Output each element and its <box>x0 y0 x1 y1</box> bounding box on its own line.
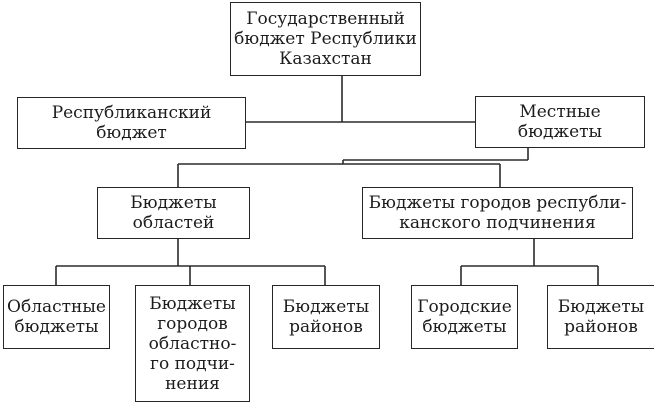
node-cities-oblast-subordination: Бюджеты городов областно- го подчи- нени… <box>135 285 250 402</box>
node-city-budgets: Городские бюджеты <box>411 285 518 349</box>
node-oblast-budgets: Областные бюджеты <box>3 285 110 349</box>
node-local-budgets: Местные бюджеты <box>475 96 645 148</box>
node-state-budget-label: Государственный бюджет Республики Казахс… <box>234 9 417 69</box>
node-cities-oblast-subordination-label: Бюджеты городов областно- го подчи- нени… <box>148 293 237 394</box>
node-republican-budget-label: Республиканский бюджет <box>51 103 212 143</box>
node-oblast-budgets-label: Областные бюджеты <box>7 297 106 337</box>
node-district-budgets-city: Бюджеты районов <box>547 285 654 349</box>
node-district-budgets-oblast: Бюджеты районов <box>272 285 380 349</box>
node-republican-budget: Республиканский бюджет <box>17 97 246 149</box>
node-oblast-budgets-group: Бюджеты областей <box>97 187 250 239</box>
node-district-budgets-oblast-label: Бюджеты районов <box>282 297 370 337</box>
node-cities-republican-subordination: Бюджеты городов республи- канского подчи… <box>362 187 633 239</box>
node-state-budget: Государственный бюджет Республики Казахс… <box>230 2 421 76</box>
node-cities-republican-subordination-label: Бюджеты городов республи- канского подчи… <box>368 193 627 233</box>
node-district-budgets-city-label: Бюджеты районов <box>557 297 645 337</box>
node-city-budgets-label: Городские бюджеты <box>417 297 512 337</box>
node-oblast-budgets-group-label: Бюджеты областей <box>130 193 217 233</box>
node-local-budgets-label: Местные бюджеты <box>517 102 603 142</box>
